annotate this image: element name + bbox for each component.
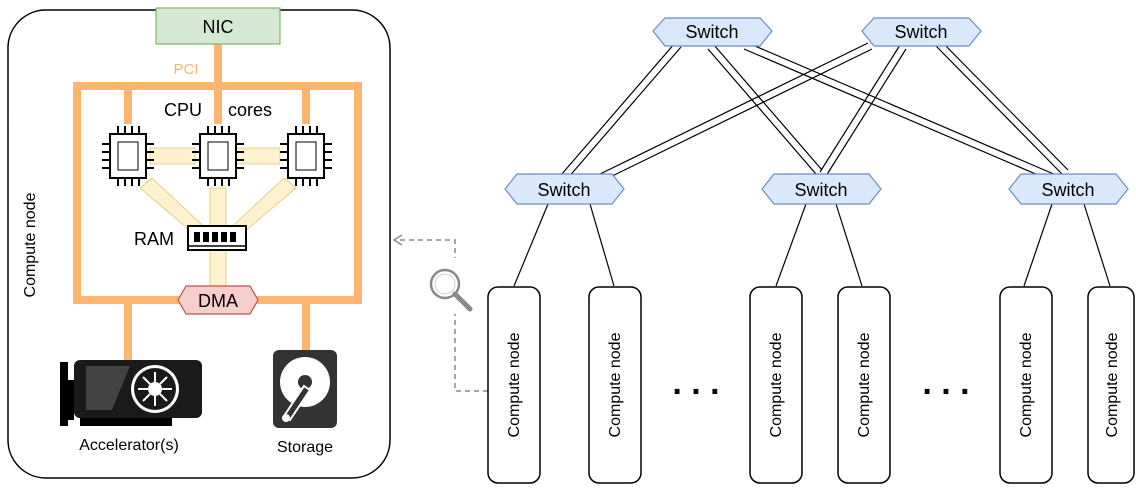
pci-label: PCI — [173, 61, 198, 78]
switch-links — [560, 40, 1069, 182]
compute-node-label: Compute node — [1018, 332, 1035, 437]
node-links — [513, 203, 1111, 287]
dma-box — [177, 285, 259, 315]
compute-node-label: Compute node — [1104, 332, 1121, 437]
dma-label: DMA — [198, 291, 238, 311]
ram-label: RAM — [134, 229, 174, 249]
compute-node-label: Compute node — [607, 332, 624, 437]
switch-top-2: Switch — [861, 17, 982, 47]
switch-label: Switch — [794, 180, 847, 200]
cores-label: cores — [228, 100, 272, 120]
nic-box — [155, 7, 281, 45]
switch-mid-2: Switch — [761, 173, 882, 205]
compute-node-title: Compute node — [22, 192, 39, 297]
compute-node-box: Compute node — [999, 286, 1053, 484]
switch-label: Switch — [894, 22, 947, 42]
compute-node-box: Compute node — [487, 286, 541, 484]
switch-label: Switch — [537, 180, 590, 200]
nic-label: NIC — [203, 17, 234, 37]
magnifier-icon — [429, 268, 473, 312]
switch-mid-1: Switch — [504, 173, 625, 205]
ellipsis: . . . — [672, 364, 719, 402]
cpu-core-icon — [102, 126, 154, 186]
compute-node-box: Compute node — [837, 286, 891, 484]
compute-node-label: Compute node — [856, 332, 873, 437]
compute-node-box: Compute node — [749, 286, 803, 484]
storage-icon — [273, 350, 337, 428]
switch-label: Switch — [1041, 180, 1094, 200]
cpu-core-icon — [192, 126, 244, 186]
storage-label: Storage — [277, 439, 333, 456]
switch-top-1: Switch — [652, 17, 773, 47]
ram-icon — [187, 225, 247, 251]
cpu-core-icon — [280, 126, 332, 186]
switch-mid-3: Switch — [1008, 173, 1129, 205]
compute-node-label: Compute node — [506, 332, 523, 437]
compute-node-label: Compute node — [768, 332, 785, 437]
ellipsis: . . . — [922, 364, 969, 402]
compute-node-detail: Compute node PCI NIC CPU cores — [7, 7, 391, 479]
accelerator-label: Accelerator(s) — [79, 437, 179, 454]
switch-label: Switch — [685, 22, 738, 42]
compute-node-box: Compute node — [588, 286, 642, 484]
accelerator-icon — [60, 360, 202, 426]
network-topology: Switch Switch Switch Switch Switch Compu… — [487, 17, 1135, 484]
cpu-label: CPU — [164, 100, 202, 120]
compute-node-box: Compute node — [1087, 286, 1135, 484]
zoom-connector — [392, 234, 488, 392]
